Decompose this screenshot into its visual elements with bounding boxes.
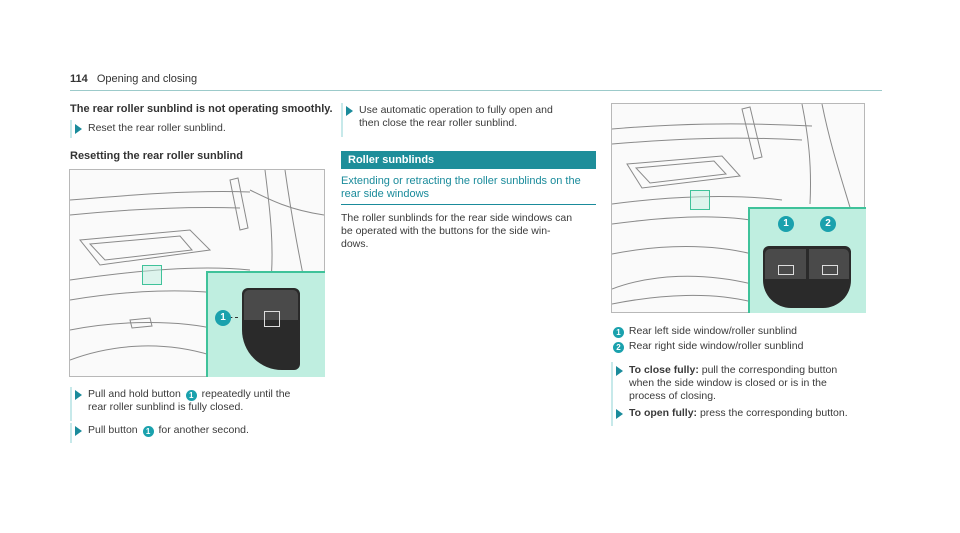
section-title: Roller sunblinds [348, 154, 435, 166]
right-sunblind-icon [822, 265, 838, 275]
step-arrow-icon [75, 124, 82, 134]
step-arrow-icon [75, 426, 82, 436]
callout-badge: 1 [185, 390, 197, 401]
left-subheading: Resetting the rear roller sunblind [70, 150, 243, 162]
page-header: 114 Opening and closing [70, 73, 197, 85]
body-text: The roller sunblinds for the rear side w… [341, 212, 573, 250]
legend-badge: 2 [613, 342, 624, 353]
right-figure-callout-2: 2 [820, 216, 836, 232]
left-figure-inset [206, 271, 325, 377]
step-pull-again: Pull button 1 for another second. [88, 424, 249, 437]
left-sunblind-icon [778, 265, 794, 275]
left-figure-highlight [142, 265, 162, 285]
section-name: Opening and closing [96, 73, 198, 85]
legend-item: 1 Rear left side window/roller sunblind [611, 325, 797, 338]
step-pull-hold: Pull and hold button 1 repeatedly until … [88, 388, 291, 413]
subheading: Extending or retracting the roller sunbl… [341, 175, 581, 200]
step-bar [611, 406, 613, 426]
step-arrow-icon [616, 409, 623, 419]
legend-badge: 1 [613, 327, 624, 338]
legend-item: 2 Rear right side window/roller sunblind [611, 340, 803, 353]
step-bar [70, 120, 72, 138]
subheading-rule [341, 204, 596, 205]
sunblind-icon [264, 311, 280, 327]
header-rule [70, 90, 882, 91]
step-bar [70, 423, 72, 443]
page-number: 114 [70, 73, 88, 85]
left-figure-callout: 1 [215, 310, 231, 326]
step-bar [70, 387, 72, 421]
step-bar [611, 362, 613, 410]
step-bar [341, 103, 343, 137]
step-automatic: Use automatic operation to fully open an… [359, 104, 553, 129]
step-open-fully: To open fully: press the corresponding b… [629, 407, 848, 419]
step-arrow-icon [616, 366, 623, 376]
section-bar: Roller sunblinds [341, 151, 596, 169]
left-heading: The rear roller sunblind is not operatin… [70, 103, 333, 115]
step-close-fully: To close fully: pull the corresponding b… [629, 364, 838, 402]
right-figure-highlight [690, 190, 710, 210]
right-figure-inset [748, 207, 866, 313]
step-arrow-icon [346, 106, 353, 116]
step-reset-text: Reset the rear roller sunblind. [88, 122, 226, 134]
right-figure-callout-1: 1 [778, 216, 794, 232]
callout-badge: 1 [142, 426, 154, 437]
step-arrow-icon [75, 390, 82, 400]
